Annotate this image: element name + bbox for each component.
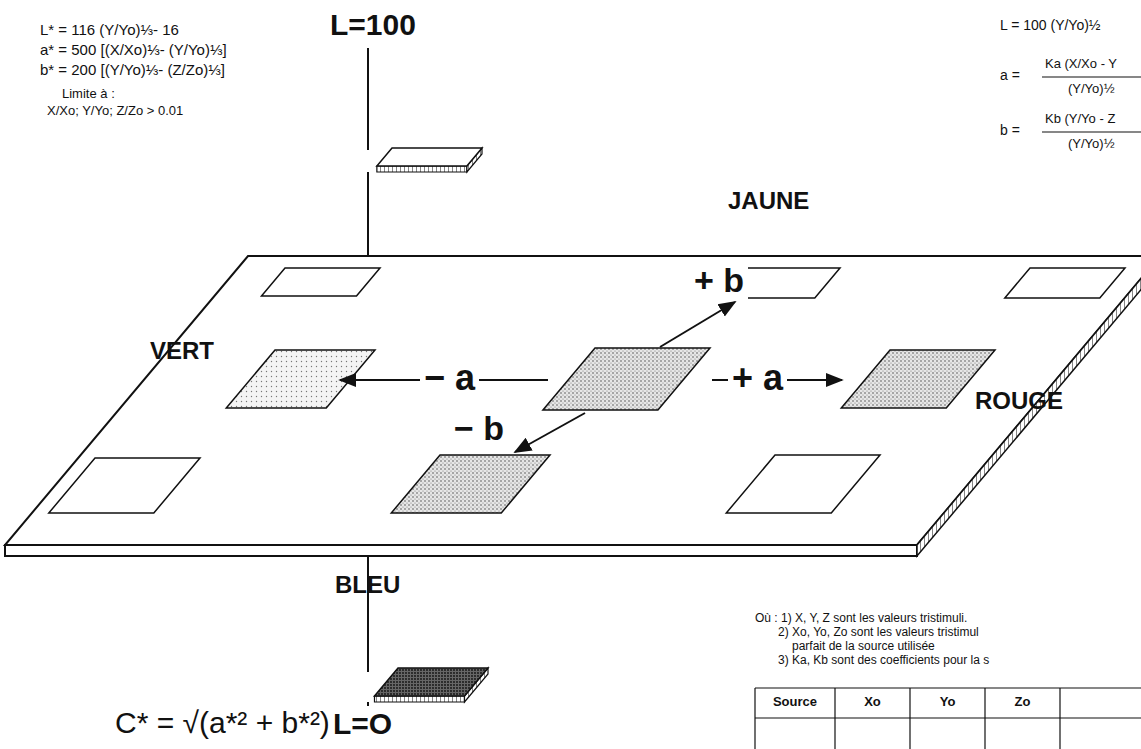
swatch	[49, 458, 200, 513]
formula: b* = 200 [(Y/Yo)⅓- (Z/Zo)⅓]	[40, 62, 225, 79]
axis-sign: − a	[420, 358, 479, 398]
formula: (Y/Yo)½	[1068, 82, 1115, 96]
plane-edge	[5, 545, 917, 556]
note: Limite à :	[62, 87, 115, 101]
plane-top	[5, 256, 1141, 545]
footnote: 2) Xo, Yo, Zo sont les valeurs tristimul	[778, 626, 979, 639]
footnote: 3) Ka, Kb sont des coefficients pour la …	[778, 654, 989, 667]
color-label: ROUGE	[975, 388, 1063, 414]
swatches	[49, 268, 1125, 513]
axis-arrows	[340, 302, 842, 452]
formula: C* = √(a*² + b*²)	[115, 706, 330, 739]
formula: a* = 500 [(X/Xo)⅓- (Y/Yo)⅓]	[40, 42, 227, 59]
black-plate	[374, 668, 488, 702]
source-table	[755, 688, 1141, 749]
formula: a =	[1000, 68, 1020, 83]
axis-arrow	[660, 302, 735, 347]
formula: b =	[1000, 123, 1020, 138]
swatch	[1005, 268, 1125, 298]
axis-label: L=O	[333, 707, 392, 740]
plane-side	[917, 256, 1141, 556]
color-label: BLEU	[335, 572, 400, 598]
table-header: Xo	[835, 695, 910, 709]
red-swatch	[841, 350, 995, 408]
formula: (Y/Yo)½	[1068, 137, 1115, 151]
axis-sign: + a	[728, 358, 787, 398]
formula: Kb (Y/Yo - Z	[1045, 112, 1115, 126]
white-plate	[377, 148, 482, 172]
formula: Ka (X/Xo - Y	[1045, 57, 1117, 71]
footnote: Où : 1) X, Y, Z sont les valeurs tristim…	[755, 612, 967, 625]
fraction-bars	[1042, 77, 1141, 132]
axis-arrow	[515, 413, 585, 452]
neutral-swatch	[543, 348, 710, 410]
ab-plane	[5, 256, 1141, 556]
swatch	[261, 268, 380, 296]
table-header: Source	[755, 695, 835, 709]
axis-label: L=100	[330, 8, 416, 41]
axis-sign: − b	[450, 410, 508, 447]
table-header: Zo	[985, 695, 1060, 709]
color-label: JAUNE	[728, 188, 809, 214]
axis-sign: + b	[690, 262, 748, 299]
swatch	[726, 455, 880, 513]
formula: L* = 116 (Y/Yo)⅓- 16	[40, 22, 179, 39]
footnote: parfait de la source utilisée	[792, 640, 935, 653]
blue-swatch	[391, 455, 550, 513]
table-header: Yo	[910, 695, 985, 709]
formula: L = 100 (Y/Yo)½	[1000, 18, 1101, 33]
color-label: VERT	[150, 338, 214, 364]
note: X/Xo; Y/Yo; Z/Zo > 0.01	[47, 104, 183, 118]
